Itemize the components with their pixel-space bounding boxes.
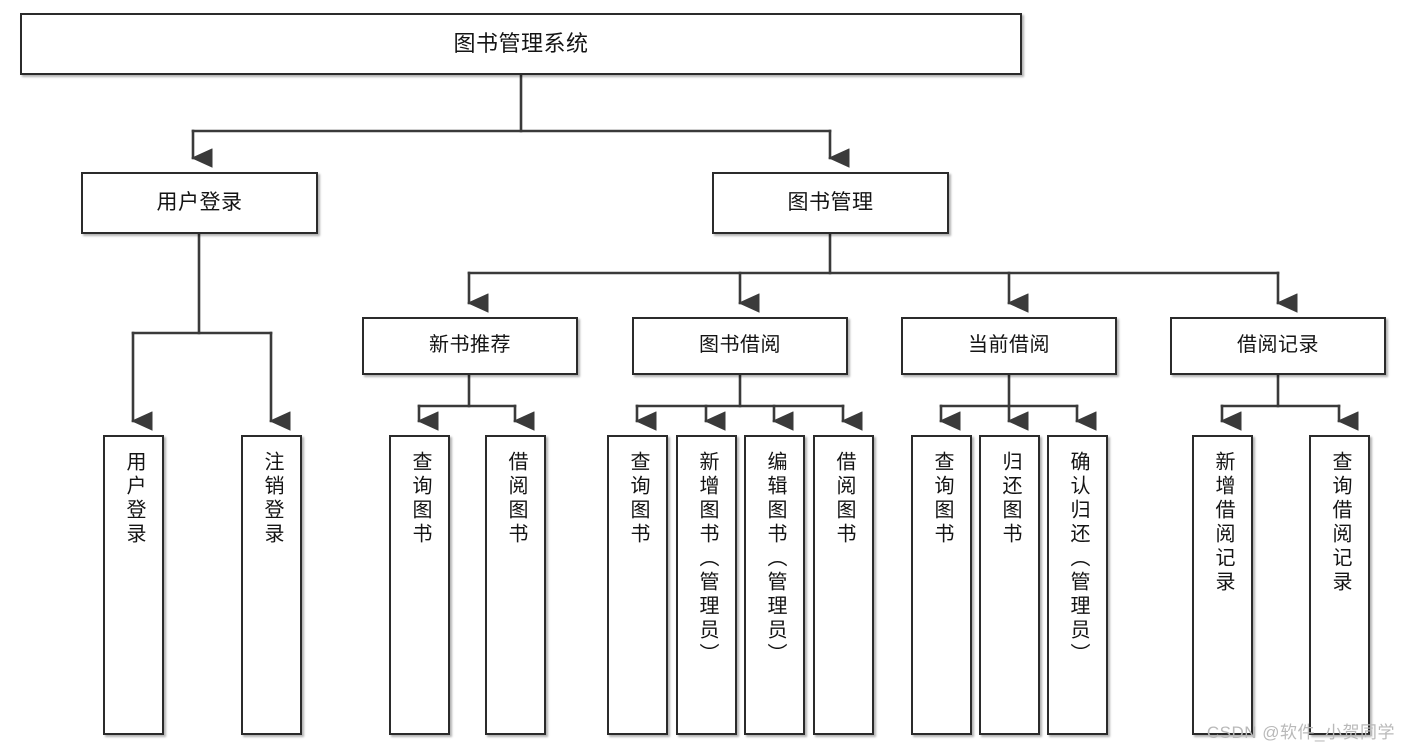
node-label: 编辑图书（管理员） <box>764 451 786 667</box>
leaf-book-borrow-query[interactable]: 查询图书 <box>607 435 668 735</box>
node-label: 确认归还（管理员） <box>1067 451 1089 667</box>
leaf-book-borrow-add[interactable]: 新增图书（管理员） <box>676 435 737 735</box>
leaf-new-book-query[interactable]: 查询图书 <box>389 435 450 735</box>
node-new-book-recommend[interactable]: 新书推荐 <box>362 317 578 375</box>
node-label: 查询图书 <box>627 451 649 547</box>
node-label: 查询图书 <box>931 451 953 547</box>
csdn-watermark: CSDN @软件_小贺同学 <box>1206 723 1395 742</box>
node-label: 借阅图书 <box>505 451 527 547</box>
node-label: 查询借阅记录 <box>1329 451 1351 595</box>
node-label: 查询图书 <box>409 451 431 547</box>
leaf-new-book-borrow[interactable]: 借阅图书 <box>485 435 546 735</box>
leaf-current-borrow-return[interactable]: 归还图书 <box>979 435 1040 735</box>
leaf-borrow-record-add[interactable]: 新增借阅记录 <box>1192 435 1253 735</box>
leaf-user-login-logout[interactable]: 注销登录 <box>241 435 302 735</box>
node-label: 归还图书 <box>999 451 1021 547</box>
node-label: 借阅图书 <box>833 451 855 547</box>
node-label: 注销登录 <box>261 451 283 547</box>
node-user-login[interactable]: 用户登录 <box>81 172 318 234</box>
node-book-management[interactable]: 图书管理 <box>712 172 949 234</box>
node-label: 用户登录 <box>123 451 145 547</box>
node-book-borrow[interactable]: 图书借阅 <box>632 317 848 375</box>
node-label: 图书管理 <box>787 190 874 214</box>
node-label: 新增借阅记录 <box>1212 451 1234 595</box>
node-label: 新增图书（管理员） <box>696 451 718 667</box>
node-label: 借阅记录 <box>1237 334 1319 357</box>
leaf-user-login-login[interactable]: 用户登录 <box>103 435 164 735</box>
leaf-book-borrow-edit[interactable]: 编辑图书（管理员） <box>744 435 805 735</box>
node-borrow-record[interactable]: 借阅记录 <box>1170 317 1386 375</box>
leaf-current-borrow-query[interactable]: 查询图书 <box>911 435 972 735</box>
node-current-borrow[interactable]: 当前借阅 <box>901 317 1117 375</box>
node-label: 新书推荐 <box>429 334 511 357</box>
leaf-current-borrow-confirm-return[interactable]: 确认归还（管理员） <box>1047 435 1108 735</box>
leaf-borrow-record-query[interactable]: 查询借阅记录 <box>1309 435 1370 735</box>
leaf-book-borrow-borrow[interactable]: 借阅图书 <box>813 435 874 735</box>
node-label: 当前借阅 <box>968 334 1050 357</box>
node-label: 图书管理系统 <box>453 31 589 57</box>
node-root-system[interactable]: 图书管理系统 <box>20 13 1022 75</box>
node-label: 用户登录 <box>156 190 243 214</box>
node-label: 图书借阅 <box>699 334 781 357</box>
